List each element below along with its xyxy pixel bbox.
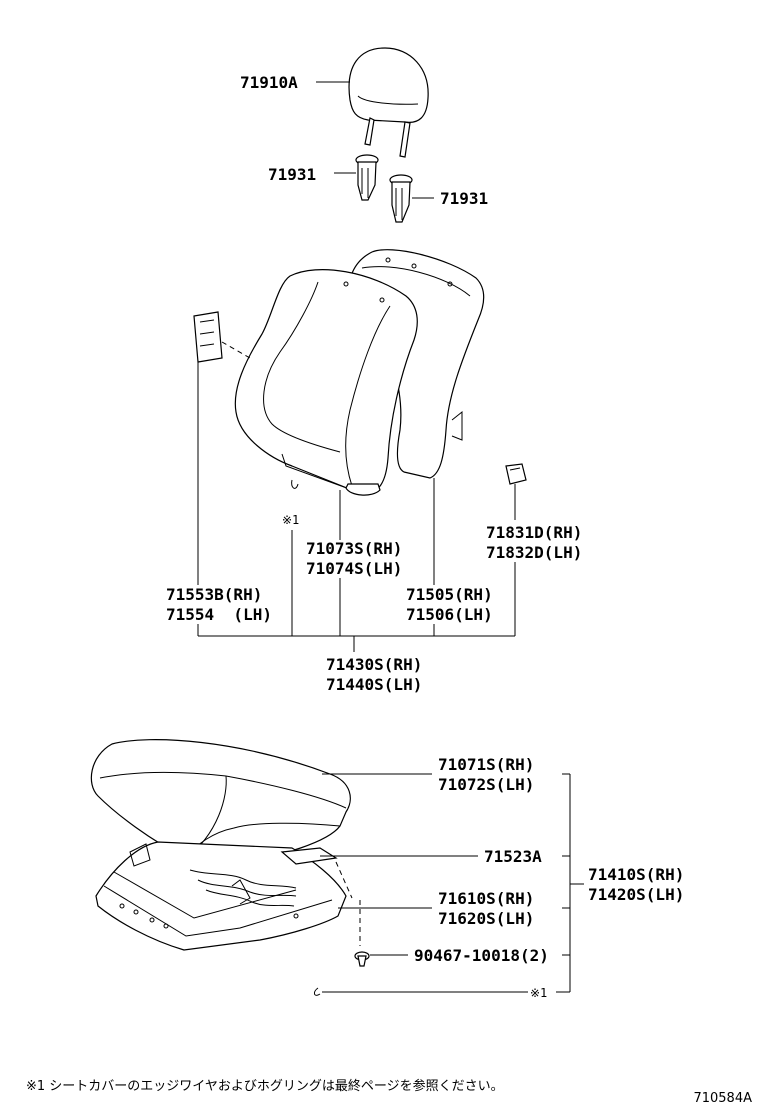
label-seatback-cover-lh: 71074S(LH) <box>306 559 402 578</box>
label-seatback-assy-rh: 71430S(RH) <box>326 655 422 674</box>
seatback-cover-part <box>234 269 418 496</box>
screw-part <box>354 951 370 967</box>
label-seatback-cover-rh: 71073S(RH) <box>306 539 402 558</box>
clip-left-part <box>193 311 223 363</box>
cushion-panel-part <box>280 847 338 865</box>
label-clip-left-rh: 71553B(RH) <box>166 585 262 604</box>
clip-right-part <box>505 463 527 485</box>
cushion-frame-part <box>95 841 347 951</box>
label-clip-right-rh: 71831D(RH) <box>486 523 582 542</box>
ring-mark-cushion <box>313 987 321 996</box>
label-cushion-frame-rh: 71610S(RH) <box>438 889 534 908</box>
label-guide-left: 71931 <box>268 165 316 184</box>
dash-clip-left <box>221 341 251 359</box>
label-note-mark-back: ※1 <box>282 513 299 527</box>
label-seatback-pad-lh: 71506(LH) <box>406 605 493 624</box>
headrest-part <box>348 47 429 158</box>
dash-cushion-panel <box>335 861 353 899</box>
label-cushion-cover-rh: 71071S(RH) <box>438 755 534 774</box>
label-note-mark-cushion: ※1 <box>530 986 547 1000</box>
label-cushion-part: 71523A <box>484 847 542 866</box>
footnote: ※1 シートカバーのエッジワイヤおよびホグリングは最終ページを参照ください。 <box>26 1078 504 1094</box>
ring-mark-back <box>291 479 299 489</box>
label-clip-right-lh: 71832D(LH) <box>486 543 582 562</box>
guide-left-part <box>355 154 379 201</box>
label-screw: 90467-10018(2) <box>414 946 549 965</box>
label-seatback-pad-rh: 71505(RH) <box>406 585 493 604</box>
guide-right-part <box>389 174 413 223</box>
figure-number: 710584A <box>693 1091 752 1106</box>
label-guide-right: 71931 <box>440 189 488 208</box>
label-cushion-cover-lh: 71072S(LH) <box>438 775 534 794</box>
cushion-cover-part <box>90 739 351 865</box>
label-clip-left-lh: 71554 (LH) <box>166 605 272 624</box>
label-cushion-frame-lh: 71620S(LH) <box>438 909 534 928</box>
label-cushion-assy-lh: 71420S(LH) <box>588 885 684 904</box>
label-cushion-assy-rh: 71410S(RH) <box>588 865 684 884</box>
label-headrest: 71910A <box>240 73 298 92</box>
label-seatback-assy-lh: 71440S(LH) <box>326 675 422 694</box>
